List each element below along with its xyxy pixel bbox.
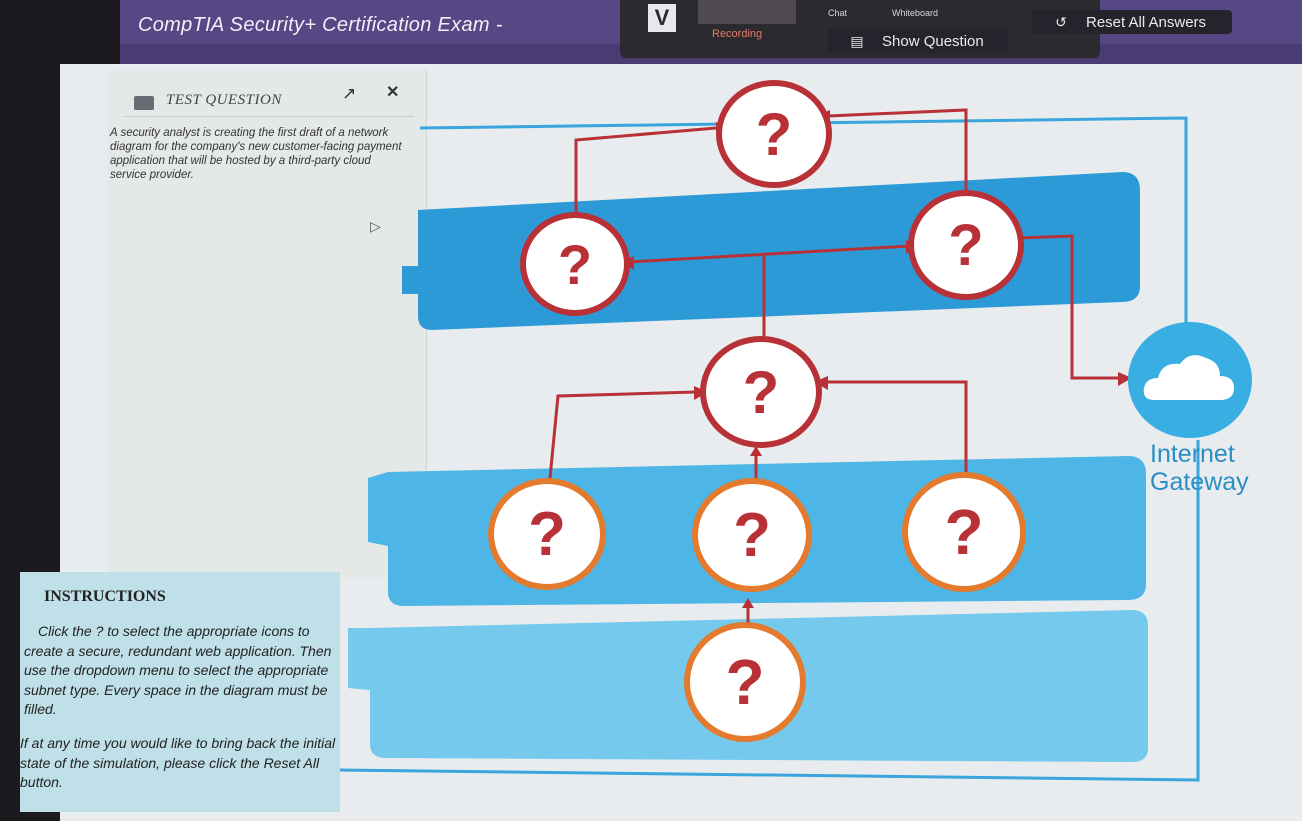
internet-gateway	[1128, 322, 1252, 438]
node-question-mark: ?	[948, 212, 984, 278]
subnet-1	[402, 172, 1140, 330]
node-question-mark: ?	[755, 100, 793, 168]
instructions-title: INSTRUCTIONS	[44, 588, 166, 605]
show-question-button[interactable]: ▤ Show Question	[828, 29, 1008, 53]
placeholder-node-subnet1-left[interactable]: ?	[520, 212, 630, 316]
show-question-label: Show Question	[882, 32, 984, 50]
instructions-reset-note: If at any time you would like to bring b…	[20, 735, 336, 790]
question-header-title: TEST QUESTION	[166, 92, 282, 108]
whiteboard-button[interactable]: Whiteboard	[892, 8, 939, 18]
instructions-panel	[20, 572, 340, 812]
node-question-mark: ?	[557, 232, 593, 296]
placeholder-node-subnet1-right[interactable]: ?	[908, 190, 1024, 300]
arrow-s2-up	[742, 598, 754, 608]
webcam-preview	[698, 0, 796, 24]
vpc-boundary	[419, 116, 1188, 330]
internet-gateway-label: Internet Gateway	[1150, 440, 1300, 496]
placeholder-node-middle[interactable]: ?	[700, 336, 822, 448]
placeholder-node-subnet2-center[interactable]: ?	[692, 478, 812, 592]
instructions-line1: Click the ? to select the appropriate ic…	[24, 623, 332, 717]
node-question-mark: ?	[528, 499, 566, 569]
question-text: A security analyst is creating the first…	[110, 127, 402, 181]
node-question-mark: ?	[725, 646, 765, 718]
gateway-label-line2: Gateway	[1150, 468, 1249, 496]
connector-s1left-top	[574, 126, 717, 218]
proctor-logo: V	[648, 4, 676, 32]
close-icon[interactable]: ✕	[386, 84, 400, 101]
list-icon: ▤	[850, 32, 864, 49]
placeholder-node-subnet3-center[interactable]: ?	[684, 622, 806, 742]
chat-button[interactable]: Chat	[828, 8, 848, 18]
reset-label: Reset All Answers	[1086, 13, 1207, 31]
vpc-boundary-bottom	[337, 440, 1200, 782]
node-question-mark: ?	[733, 500, 771, 570]
instructions-text: Click the ? to select the appropriate ic…	[24, 622, 340, 720]
popout-icon[interactable]: ↗	[342, 84, 357, 103]
connector-s1right-gateway	[1019, 234, 1122, 380]
cloud-icon	[1143, 355, 1234, 400]
connector-s2right-middle	[824, 380, 968, 476]
connector-s2left-middle	[548, 390, 697, 479]
app-title: CompTIA Security+ Certification Exam -	[138, 14, 503, 36]
placeholder-node-subnet2-left[interactable]: ?	[488, 478, 606, 590]
node-question-mark: ?	[944, 496, 984, 568]
arrow-gateway	[1118, 372, 1132, 386]
connector-s1-between	[627, 244, 911, 264]
recording-label: Recording	[712, 28, 763, 40]
arrow-middle-up	[750, 446, 762, 456]
question-panel-header	[124, 84, 414, 117]
placeholder-node-subnet2-right[interactable]: ?	[902, 472, 1026, 592]
reset-icon: ↺	[1055, 13, 1067, 30]
placeholder-node-top[interactable]: ?	[716, 80, 832, 188]
question-icon	[134, 96, 154, 110]
gateway-label-line1: Internet	[1150, 440, 1235, 468]
reset-all-button[interactable]: ↺ Reset All Answers	[1032, 10, 1232, 34]
cursor-icon: ▷	[370, 218, 381, 234]
connector-s1right-top	[827, 108, 968, 196]
node-question-mark: ?	[742, 358, 780, 426]
